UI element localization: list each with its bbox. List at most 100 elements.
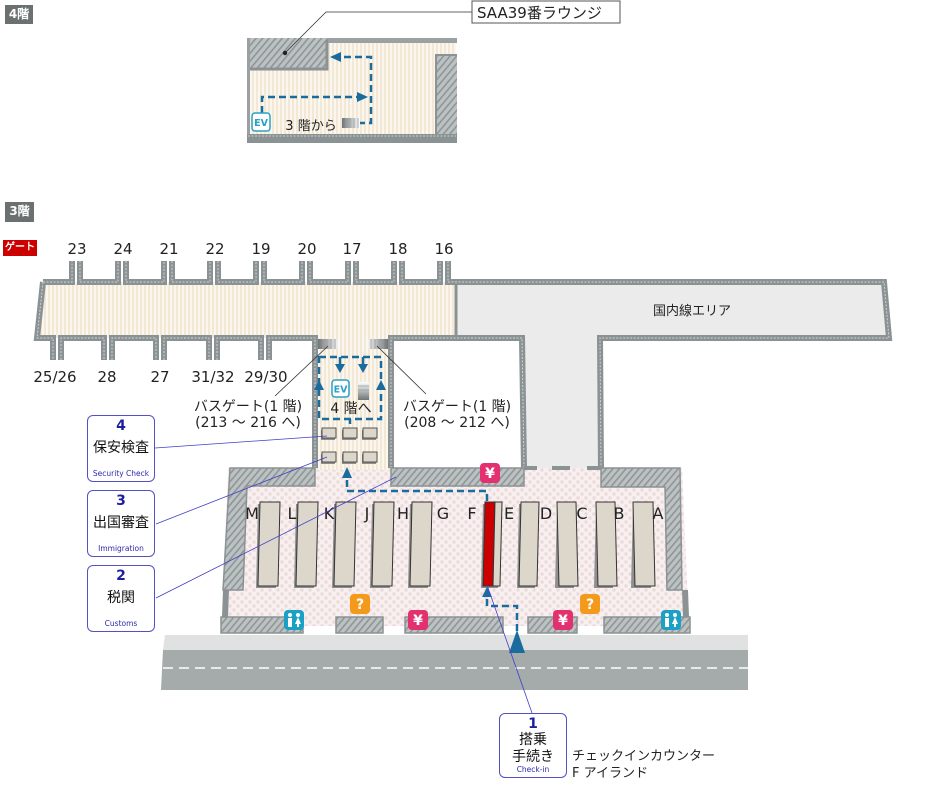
- route-to-checkin-path: [485, 597, 519, 631]
- step-subtitle: Customs: [104, 619, 138, 628]
- bus-gate-left-leader-line: [274, 345, 329, 397]
- wall-edge: [435, 54, 457, 134]
- from-3f-label: 3 階から: [285, 119, 336, 134]
- security-leader-line: [154, 435, 328, 449]
- customs-leader-line: [155, 476, 397, 599]
- restroom-icon: [284, 610, 304, 630]
- step-2-customs-box: 2 税関 Customs: [87, 565, 155, 632]
- domestic-area-floor: [456, 282, 889, 468]
- lounge-wall-block: [435, 55, 457, 135]
- top-gate-labels: 23 24 21 22 19 20 17 18 16: [67, 240, 453, 258]
- lounge-marker-dot: [282, 50, 288, 56]
- check-in-counters: [256, 501, 656, 588]
- international-pier-floor: [37, 282, 456, 338]
- to-4f-label: 4 階へ: [330, 401, 371, 417]
- to-4f-route: [314, 355, 386, 424]
- checkin-note-line-1: チェックインカウンター: [572, 749, 716, 764]
- bus-gate-stairs-right-icon: [366, 339, 388, 349]
- currency-exchange-icon: ¥: [553, 610, 573, 630]
- route-arrow-icon: [330, 52, 341, 62]
- counter-island: [371, 501, 395, 587]
- counter-letter: B: [614, 504, 625, 523]
- step-title: 税関: [107, 590, 135, 606]
- checkin-leader-line: [486, 584, 533, 714]
- route-arrow-icon: [335, 364, 345, 373]
- step-number: 3: [116, 493, 126, 509]
- stairs-icon: [358, 382, 369, 400]
- information-glyph: ?: [586, 597, 594, 613]
- lounge-leader-line: [284, 11, 472, 54]
- connector-corridor-floor: [315, 338, 391, 470]
- counter-island: [492, 501, 503, 587]
- step-3-immigration-box: 3 出国審査 Immigration: [87, 490, 155, 557]
- currency-glyph: ¥: [558, 613, 568, 629]
- counter-letter: L: [288, 504, 297, 523]
- step-subtitle: Immigration: [98, 544, 144, 553]
- floor-4-tag: 4階: [5, 5, 33, 24]
- gate-label: 21: [159, 240, 178, 258]
- currency-glyph: ¥: [413, 613, 423, 629]
- entrance-arrow-icon: [509, 630, 525, 653]
- road: [161, 650, 748, 690]
- information-glyph: ?: [356, 597, 364, 613]
- step-title: 保安検査: [93, 440, 149, 456]
- counter-letter: F: [467, 504, 476, 523]
- route-arrow-icon: [342, 467, 352, 478]
- gate-label: 17: [342, 240, 361, 258]
- restroom-icon: [661, 610, 681, 630]
- gate-label: 18: [388, 240, 407, 258]
- floor-4-plan: EV 3 階から SAA39番ラウンジ: [247, 0, 621, 143]
- security-desk: [321, 427, 337, 439]
- wall-edge: [248, 40, 329, 71]
- counter-island: [333, 501, 357, 587]
- gate-label: 16: [434, 240, 453, 258]
- gate-label: 28: [97, 368, 116, 386]
- bottom-gate-labels: 25/26 28 27 31/32 29/30: [33, 368, 287, 386]
- route-path: [260, 95, 358, 113]
- step-subtitle: Security Check: [92, 469, 150, 478]
- domestic-area-label: 国内線エリア: [653, 303, 731, 319]
- counter-letter: C: [576, 504, 587, 523]
- counter-letter: A: [653, 504, 664, 523]
- counter-island: [257, 501, 281, 587]
- security-desk: [342, 451, 358, 463]
- gate-label: 23: [67, 240, 86, 258]
- step-1-check-in-box: 1 搭乗 手続き Check-in: [499, 713, 567, 778]
- elevator-label: EV: [254, 118, 268, 129]
- step-4-security-check-box: 4 保安検査 Security Check: [87, 415, 155, 482]
- counter-letter: J: [364, 504, 370, 523]
- route-arrow-icon: [357, 92, 368, 102]
- counter-island: [595, 501, 618, 587]
- lounge-wall-block: [247, 38, 328, 70]
- route-arrow-icon: [358, 364, 368, 373]
- elevator-icon: EV: [251, 112, 271, 132]
- counter-island: [518, 501, 540, 587]
- wall: [247, 134, 457, 143]
- departure-hall-floor: [222, 468, 689, 626]
- lounge-label-box: [471, 0, 621, 24]
- gate-label: 19: [251, 240, 270, 258]
- security-check-desks: [321, 427, 378, 464]
- gate-label: 27: [150, 368, 169, 386]
- counter-island: [295, 501, 319, 587]
- security-desk: [362, 427, 378, 439]
- counter-island: [556, 501, 579, 587]
- gate-label: 29/30: [244, 368, 287, 386]
- security-desk: [321, 451, 337, 463]
- route-to-security-path: [345, 477, 489, 501]
- currency-exchange-icon: ¥: [480, 463, 500, 483]
- counter-letter: K: [324, 504, 335, 523]
- bus-gate-right-leader-line: [376, 345, 427, 395]
- counter-letter: M: [245, 504, 259, 523]
- gate-label: 22: [205, 240, 224, 258]
- information-icon: ?: [580, 594, 600, 614]
- counter-letters: M L K J H G F E D C B A: [245, 504, 663, 523]
- gate-label: 24: [113, 240, 132, 258]
- bus-gate-left-label: バスゲート(1 階): [194, 399, 302, 415]
- gate-label: 25/26: [33, 368, 76, 386]
- step-title-line-2: 手続き: [512, 749, 554, 765]
- gate-label: 20: [297, 240, 316, 258]
- counter-letter: D: [540, 504, 552, 523]
- counter-letter: H: [397, 504, 409, 523]
